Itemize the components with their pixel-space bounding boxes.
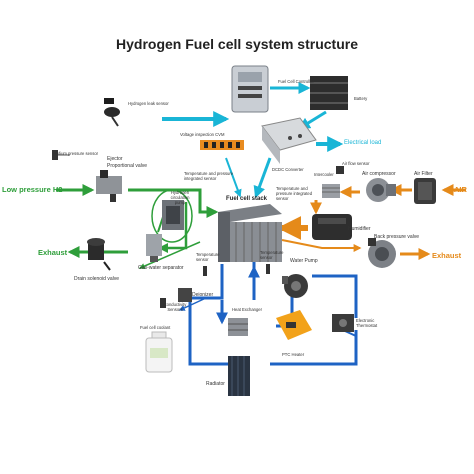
fuel-cell-coolant-icon bbox=[145, 331, 173, 373]
label-electrical-load: Electrical load bbox=[344, 140, 382, 146]
label-drain-solenoid-valve: Drain solenoid valve bbox=[74, 276, 120, 282]
label-hydrogen-circulation-pump: Hydrogen circulation pump bbox=[170, 190, 190, 205]
label-deionizer: Deionizer bbox=[192, 292, 214, 298]
label-water-pump: Water Pump bbox=[290, 258, 318, 264]
label-hydrogen-leak-sensor: Hydrogen leak sensor bbox=[128, 101, 169, 106]
label-low-pressure-h2: Low pressure H2 bbox=[2, 185, 63, 194]
arrow-deionizer bbox=[178, 297, 207, 311]
battery-icon bbox=[310, 76, 348, 110]
temperature-sensor-icon bbox=[266, 264, 270, 274]
drain-solenoid-valve-icon bbox=[87, 238, 111, 271]
arrow-stack-to-backpressure bbox=[281, 239, 362, 252]
label-back-pressure-valve: Back pressure valve bbox=[374, 234, 420, 240]
label-exhaust-right: Exhaust bbox=[432, 251, 462, 260]
medium-pressure-sensor-icon bbox=[52, 150, 70, 160]
arrow-dcdc-to-stack bbox=[253, 157, 272, 199]
label-air: AIR bbox=[454, 185, 467, 194]
label-electronic-thermostat: Electronic Thermostat bbox=[356, 318, 378, 328]
label-conductivity-sensors: Conductivity Sensors bbox=[163, 302, 187, 312]
ptc-heater-icon bbox=[276, 310, 312, 340]
dcdc-converter-icon bbox=[261, 117, 317, 164]
temperature-sensor-icon bbox=[203, 266, 207, 276]
label-fuel-cell-stack: Fuel cell stack bbox=[226, 196, 268, 202]
proportional-valve-icon bbox=[96, 170, 122, 202]
hydrogen-leak-sensor-icon bbox=[104, 98, 120, 127]
label-voltage-inspection: Voltage inspection CVM bbox=[180, 132, 225, 137]
arrow-cvm-to-stack bbox=[225, 157, 242, 198]
label-radiator: Radiator bbox=[206, 381, 225, 387]
label-humidifier: Humidifier bbox=[348, 226, 371, 232]
coolant-loop bbox=[188, 262, 358, 366]
arrow-h2-to-stack bbox=[128, 188, 219, 218]
label-air-compressor: Air compressor bbox=[362, 171, 396, 177]
gas-water-separator-icon bbox=[146, 234, 162, 262]
fuel-cell-controller-icon bbox=[231, 65, 269, 113]
label-medium-pressure-sensor: Medium pressure sensor bbox=[52, 151, 99, 156]
label-ejector: Ejector bbox=[107, 156, 123, 162]
label-gas-water-separator: Gas-water separator bbox=[138, 265, 184, 271]
label-proportional-valve: Proportional valve bbox=[107, 163, 148, 169]
back-pressure-valve-icon bbox=[368, 238, 396, 268]
air-compressor-icon bbox=[366, 178, 396, 202]
label-temperature-sensor-2: Temperature sensor bbox=[260, 250, 284, 260]
label-battery: Battery bbox=[354, 96, 368, 101]
deionizer-icon bbox=[178, 288, 192, 302]
label-fuel-cell-controller: Fuel Cell Controller bbox=[278, 79, 314, 84]
label-heat-exchanger: Heat Exchanger bbox=[232, 307, 263, 312]
hydrogen-circulation-pump-icon bbox=[151, 189, 193, 243]
conductivity-sensor-icon bbox=[160, 298, 166, 308]
heat-exchanger-icon bbox=[228, 318, 248, 336]
label-temp-pressure-sensor-2: Temperature and pressure integrated sens… bbox=[276, 186, 313, 201]
label-air-filter: Air Filter bbox=[414, 171, 433, 177]
humidifier-icon bbox=[312, 214, 352, 240]
label-temperature-sensor-1: Temperature sensor bbox=[196, 252, 220, 262]
arrow-drain bbox=[138, 241, 201, 269]
intercooler-icon bbox=[322, 184, 340, 198]
radiator-icon bbox=[228, 356, 250, 396]
voltage-inspection-cvm-icon bbox=[200, 140, 244, 150]
label-fuel-cell-coolant: Fuel cell coolant bbox=[140, 325, 171, 330]
label-air-flow-sensor: Air flow sensor bbox=[342, 161, 370, 166]
electronic-thermostat-icon bbox=[332, 314, 354, 332]
label-dcdc-converter: DCDC Converter bbox=[272, 167, 304, 172]
label-exhaust-left: Exhaust bbox=[38, 248, 68, 257]
air-flow-sensor-icon bbox=[336, 166, 344, 174]
air-filter-icon bbox=[414, 178, 436, 204]
label-intercooler: Intercooler bbox=[314, 172, 334, 177]
label-ptc-heater: PTC Heater bbox=[282, 352, 305, 357]
fuel-cell-stack-icon bbox=[218, 204, 282, 262]
water-pump-icon bbox=[282, 274, 308, 298]
label-temp-pressure-sensor-1: Temperature and pressure integrated sens… bbox=[184, 171, 234, 181]
diagram-title: Hydrogen Fuel cell system structure bbox=[116, 36, 358, 52]
